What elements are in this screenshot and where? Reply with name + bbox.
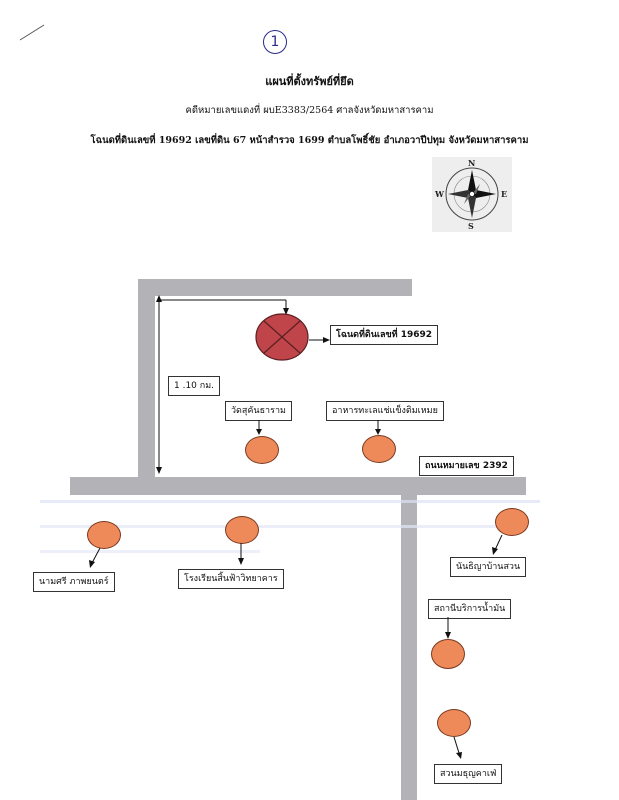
cinema-marker	[87, 521, 121, 549]
compass-rose: N S W E	[432, 157, 512, 232]
temple-label: วัดสุคันธาราม	[225, 401, 292, 421]
bleed-through-text	[40, 500, 560, 560]
restaurant-arrow	[373, 420, 383, 440]
parcel-label: โฉนดที่ดินเลขที่ 19692	[330, 325, 439, 345]
school-arrow	[234, 543, 248, 571]
cinema-arrow	[84, 547, 104, 574]
nursery-label: นันธิญาบ้านสวน	[450, 557, 527, 577]
case-number: คดีหมายเลขแดงที่ ผบE3383/2564 ศาลจังหวัด…	[185, 105, 434, 116]
gas-station-marker	[431, 639, 465, 669]
road-right-vertical	[401, 477, 417, 800]
compass-west-label: W	[435, 189, 444, 199]
document-title: แผนที่ตั้งทรัพย์ที่ยึด	[265, 75, 354, 88]
nursery-marker	[495, 508, 529, 536]
cafe-marker	[437, 709, 471, 737]
road-label: ถนนหมายเลข 2392	[419, 456, 514, 476]
cinema-label: นามศรี ภาพยนตร์	[33, 572, 115, 592]
restaurant-marker	[362, 435, 396, 463]
compass-south-label: S	[468, 221, 474, 231]
temple-marker	[245, 436, 279, 464]
restaurant-label: อาหารทะเลแช่แข็งติมเหมย	[326, 401, 444, 421]
school-marker	[225, 516, 259, 544]
deed-details: โฉนดที่ดินเลขที่ 19692 เลขที่ดิน 67 หน้า…	[90, 135, 529, 146]
compass-east-label: E	[501, 189, 508, 199]
nursery-arrow	[488, 534, 508, 561]
gas-station-label: สถานีบริการน้ำมัน	[428, 599, 512, 619]
temple-arrow	[254, 420, 264, 440]
distance-arrows	[150, 290, 300, 479]
school-label: โรงเรียนสิ้นฟ้าวิทยาคาร	[178, 569, 284, 589]
cafe-label: สวนมธุญคาเฟ่	[434, 764, 503, 784]
road-main-horizontal	[70, 477, 526, 495]
gas-station-arrow	[441, 617, 455, 645]
distance-label: 1 .10 กม.	[168, 376, 221, 396]
road-top	[138, 279, 412, 296]
page-number: 1	[263, 30, 287, 54]
pen-mark	[18, 22, 48, 46]
parcel-arrow	[309, 330, 331, 349]
road-left-vertical	[138, 279, 155, 477]
compass-north-label: N	[468, 158, 476, 168]
parcel-marker	[255, 313, 309, 365]
cafe-arrow	[450, 736, 466, 765]
